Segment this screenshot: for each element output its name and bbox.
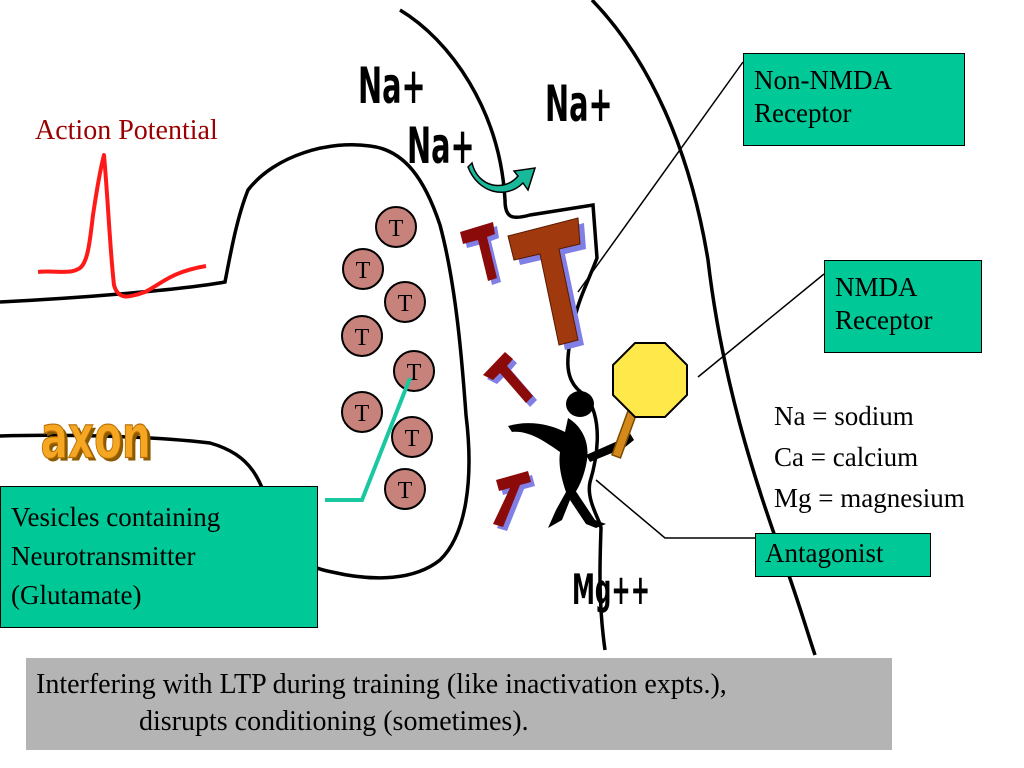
callout-line: (Glutamate): [11, 580, 142, 610]
vesicle-label: T: [389, 216, 404, 242]
callout-line: Non-NMDA: [754, 65, 892, 95]
ion-flow-arrow-icon: [467, 161, 537, 193]
axon-label: axon: [41, 404, 151, 473]
non-nmda-pointer-line: [577, 61, 744, 293]
caption-line: disrupts conditioning (sometimes).: [139, 706, 529, 737]
vesicle-label: T: [355, 325, 370, 351]
non-nmda-receptor-icon: [507, 217, 586, 350]
na-ion-label: Na+: [358, 56, 426, 115]
vesicle: T: [341, 391, 383, 433]
antagonist-callout: Antagonist: [755, 533, 931, 577]
vesicle-group: T T T T T T T: [341, 206, 435, 510]
stop-sign-icon: [611, 342, 688, 459]
callout-line: NMDA: [835, 272, 918, 302]
na-ion-label: Na+: [545, 74, 613, 133]
vesicle: T: [341, 315, 383, 357]
legend-item: Ca = calcium: [774, 442, 919, 472]
vesicle: T: [393, 350, 435, 392]
antagonist-figure-icon: [508, 391, 634, 528]
callout-line: Antagonist: [765, 538, 884, 568]
antagonist-pointer-line: [595, 479, 755, 539]
callout-line: Receptor: [754, 98, 852, 128]
vesicle-label: T: [355, 401, 370, 427]
callout-line: Vesicles containing: [11, 502, 221, 532]
legend-item: Na = sodium: [774, 401, 914, 431]
vesicle: T: [384, 281, 426, 323]
vesicle: T: [342, 248, 384, 290]
vesicle-label: T: [398, 291, 413, 317]
vesicle-label: T: [405, 426, 420, 452]
axon-label-shadow: axon: [44, 407, 154, 476]
action-potential-label: Action Potential: [35, 115, 218, 146]
postsynaptic-outer-membrane: [590, 0, 817, 656]
vesicle-label: T: [356, 258, 371, 284]
vesicles-callout: Vesicles containing Neurotransmitter (Gl…: [0, 486, 318, 628]
mg-ion-label: Mg++: [572, 566, 650, 614]
neurotransmitter-icon: [483, 352, 537, 407]
action-potential-trace: [37, 153, 207, 299]
ion-legend: Na = sodium Ca = calcium Mg = magnesium: [774, 396, 965, 519]
vesicle: T: [384, 468, 426, 510]
vesicle-pointer-line: [325, 377, 412, 502]
neurotransmitter-icon: [493, 471, 535, 531]
nmda-pointer-line: [697, 273, 825, 378]
caption-line: Interfering with LTP during training (li…: [36, 669, 727, 700]
vesicle-label: T: [398, 478, 413, 504]
callout-line: Receptor: [835, 305, 933, 335]
vesicle: T: [375, 206, 417, 248]
na-ion-label: Na+: [407, 116, 475, 175]
non-nmda-receptor-callout: Non-NMDA Receptor: [743, 53, 965, 146]
vesicle: T: [391, 416, 433, 458]
nmda-receptor-callout: NMDA Receptor: [824, 260, 982, 353]
callout-line: Neurotransmitter: [11, 541, 196, 571]
caption: Interfering with LTP during training (li…: [26, 658, 892, 750]
neurotransmitter-icon: [460, 222, 501, 285]
legend-item: Mg = magnesium: [774, 483, 965, 513]
presynaptic-membrane: [0, 142, 471, 580]
